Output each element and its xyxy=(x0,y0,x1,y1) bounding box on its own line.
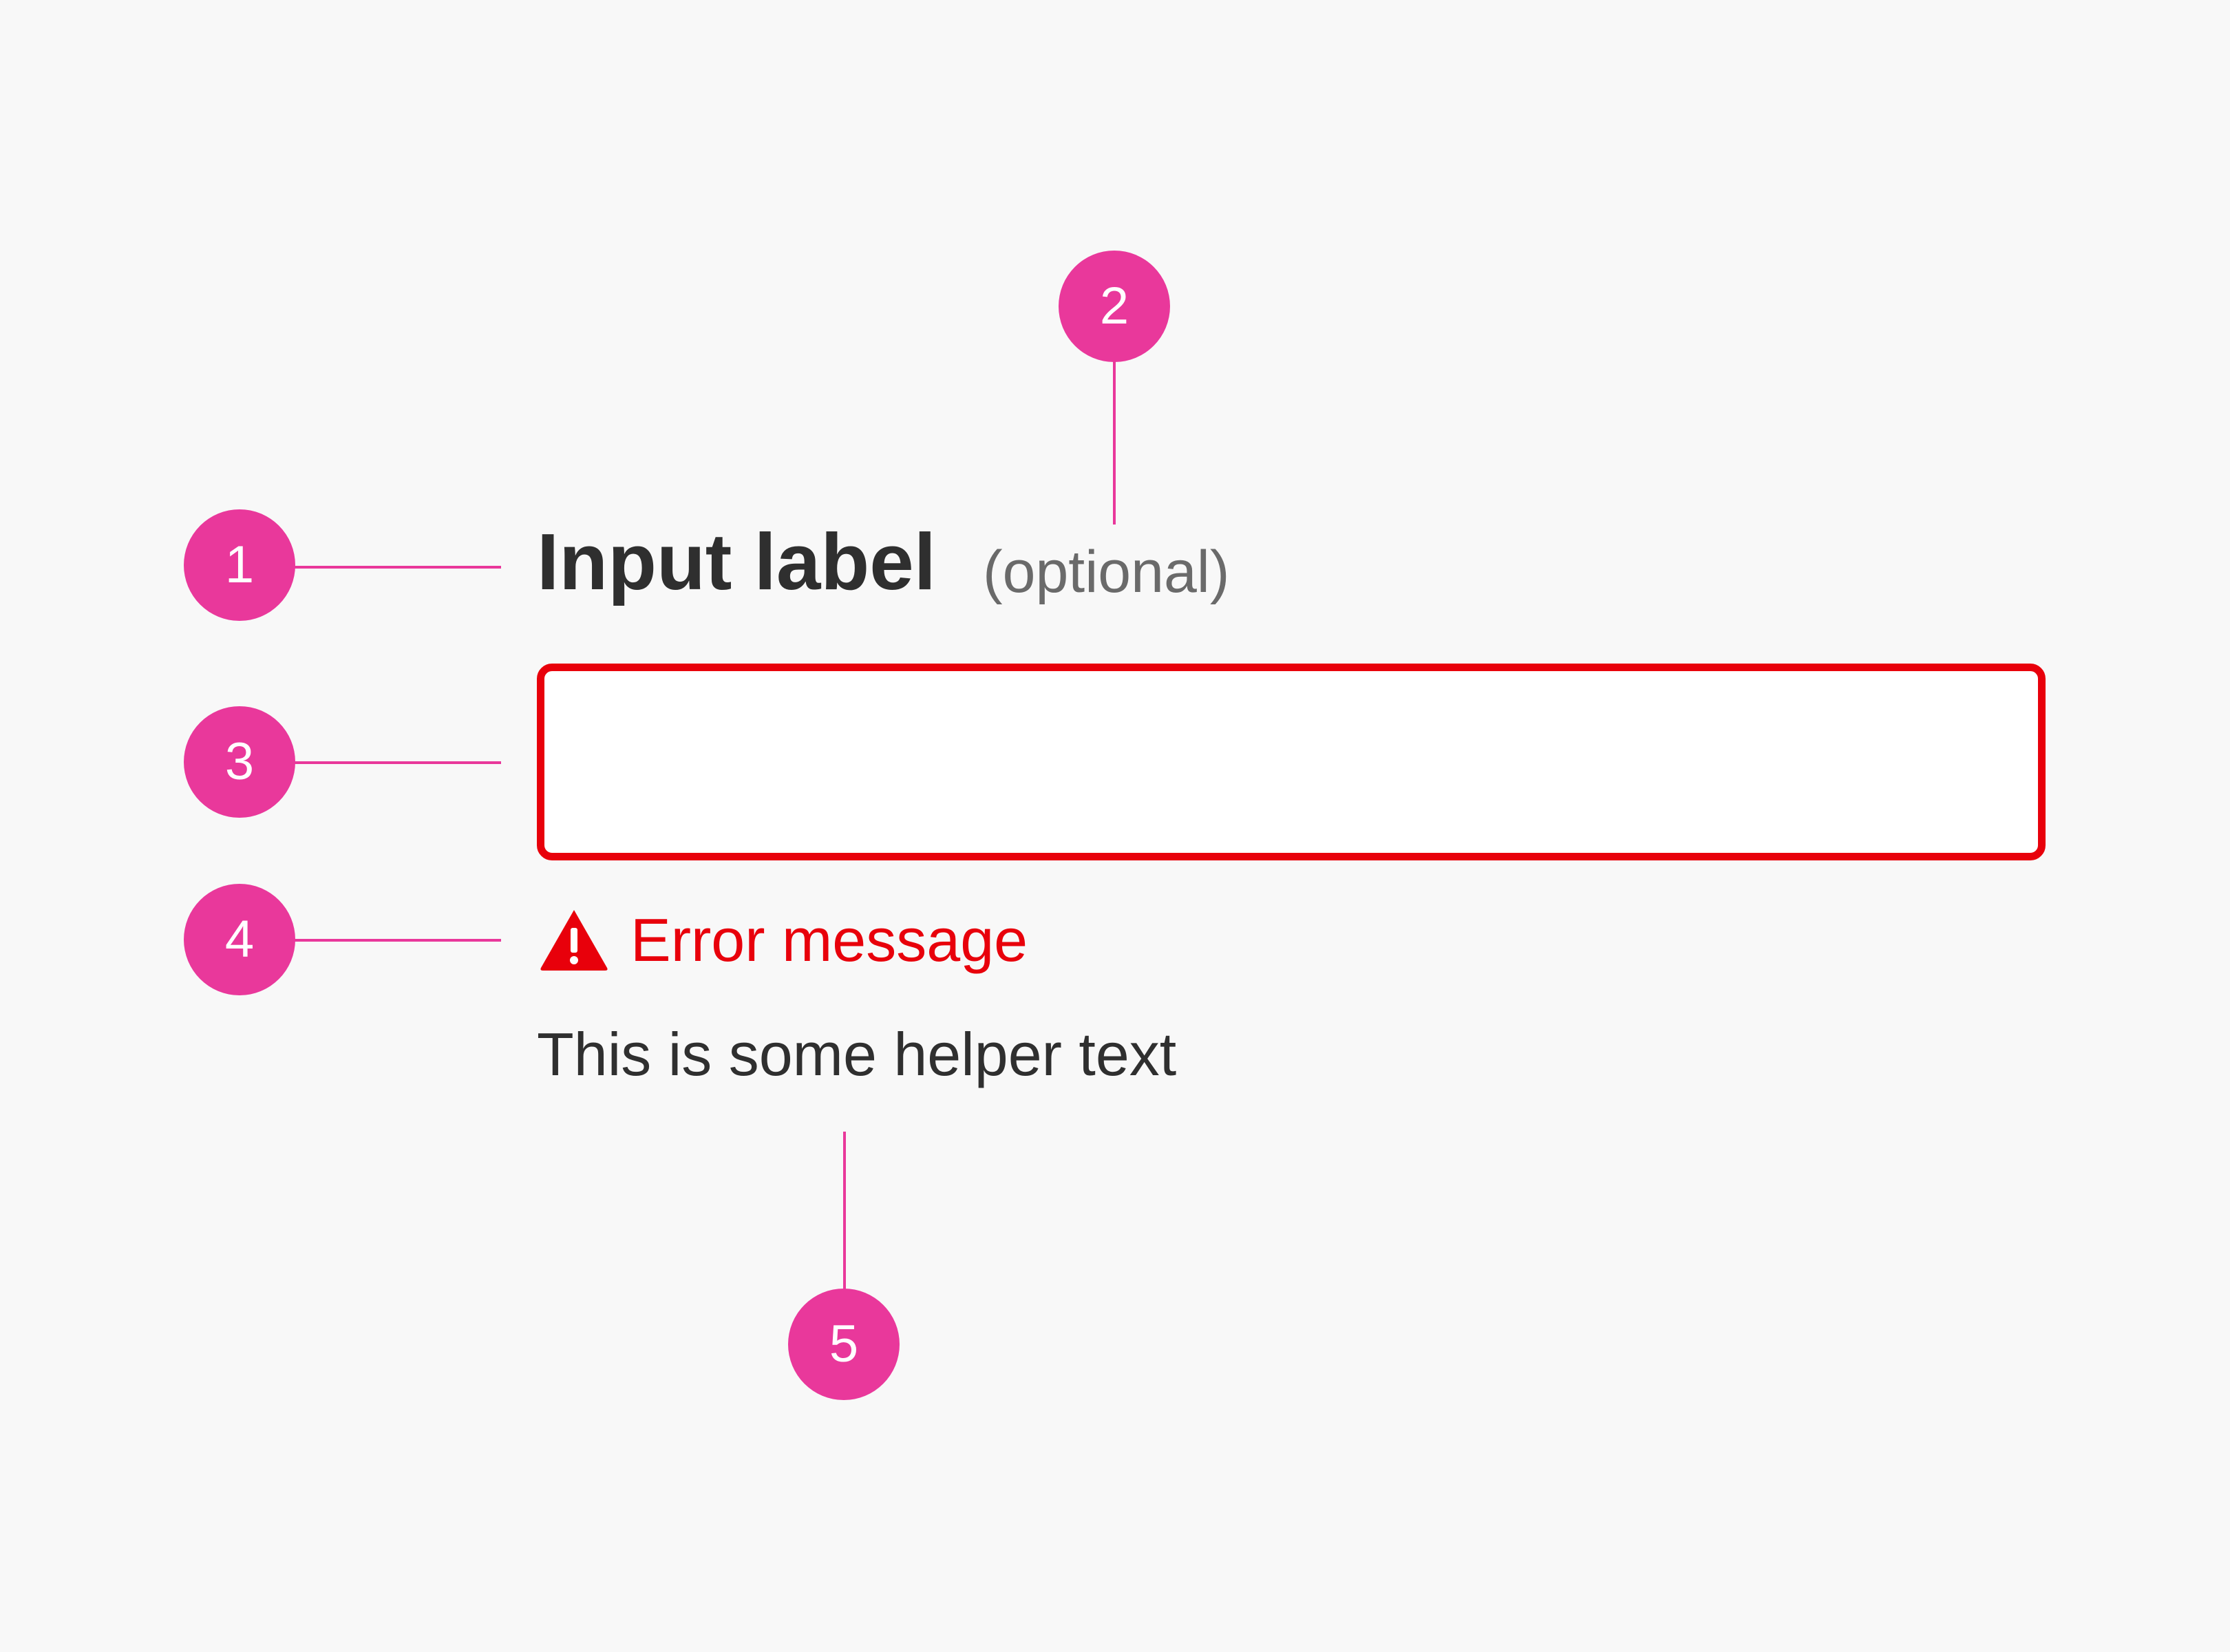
callout-number: 1 xyxy=(224,536,255,594)
callout-leader-line-2 xyxy=(1113,361,1116,525)
error-message: Error message xyxy=(630,906,1028,974)
text-input[interactable] xyxy=(537,664,2046,860)
callout-marker-5: 5 xyxy=(788,1289,900,1400)
callout-marker-2: 2 xyxy=(1059,251,1170,362)
callout-leader-line-5 xyxy=(843,1132,846,1293)
callout-number: 4 xyxy=(224,910,255,968)
callout-leader-line-1 xyxy=(295,566,501,569)
callout-marker-1: 1 xyxy=(184,509,295,621)
helper-text: This is some helper text xyxy=(537,1020,1177,1088)
input-label: Input label xyxy=(537,517,936,606)
error-message-row: Error message xyxy=(538,906,1028,975)
callout-number: 5 xyxy=(829,1315,859,1373)
callout-leader-line-3 xyxy=(295,761,501,764)
callout-number: 3 xyxy=(224,732,255,791)
callout-marker-3: 3 xyxy=(184,706,295,818)
callout-marker-4: 4 xyxy=(184,884,295,995)
optional-indicator: (optional) xyxy=(983,539,1230,605)
warning-triangle-icon xyxy=(540,910,608,971)
callout-leader-line-4 xyxy=(295,939,501,942)
callout-number: 2 xyxy=(1099,277,1129,335)
